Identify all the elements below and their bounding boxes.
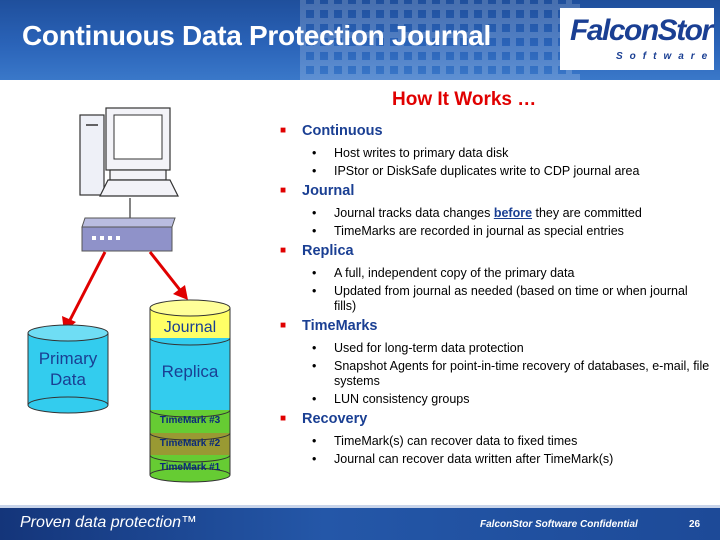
dot-bullet-icon: • xyxy=(312,434,317,448)
timemark-2-label: TimeMark #2 xyxy=(159,438,221,449)
primary-data-label: Primary Data xyxy=(28,348,108,390)
appliance-icon xyxy=(81,217,176,252)
item-text: A full, independent copy of the primary … xyxy=(334,266,575,280)
title-bar: Continuous Data Protection Journal Falco… xyxy=(0,0,720,80)
diagram-svg xyxy=(27,107,231,483)
falconstor-logo: FalconStor Software xyxy=(560,8,714,70)
item-text: Snapshot Agents for point-in-time recove… xyxy=(334,359,710,388)
section-title: Replica xyxy=(302,243,354,259)
timemark-3-label: TimeMark #3 xyxy=(159,415,221,426)
section-replica: ■ Replica xyxy=(272,242,712,260)
dot-bullet-icon: • xyxy=(312,392,317,406)
item-text: LUN consistency groups xyxy=(334,392,470,406)
list-item: • Updated from journal as needed (based o… xyxy=(272,284,712,314)
section-title: Continuous xyxy=(302,123,383,139)
bullet-content: ■ Continuous • Host writes to primary dat… xyxy=(272,120,712,470)
journal-label: Journal xyxy=(163,319,217,336)
item-text: IPStor or DiskSafe duplicates write to C… xyxy=(334,164,640,178)
footer-divider xyxy=(0,505,720,508)
list-item: • Snapshot Agents for point-in-time recov… xyxy=(272,359,712,389)
confidential-note: FalconStor Software Confidential xyxy=(480,519,638,530)
computer-icon xyxy=(79,107,179,197)
item-text: TimeMarks are recorded in journal as spe… xyxy=(334,224,624,238)
section-continuous: ■ Continuous xyxy=(272,122,712,140)
item-text: Host writes to primary data disk xyxy=(334,146,509,160)
dot-bullet-icon: • xyxy=(312,146,317,160)
section-journal: ■ Journal xyxy=(272,182,712,200)
item-text: TimeMark(s) can recover data to fixed ti… xyxy=(334,434,578,448)
logo-name: FalconStor xyxy=(570,14,713,47)
square-bullet-icon: ■ xyxy=(280,185,287,196)
timemark-1-label: TimeMark #1 xyxy=(159,462,221,473)
item-text-pre: Journal tracks data changes xyxy=(334,206,494,220)
section-timemarks: ■ TimeMarks xyxy=(272,317,712,335)
list-item: • Journal tracks data changes before they… xyxy=(272,206,712,221)
section-recovery: ■ Recovery xyxy=(272,410,712,428)
list-item: • TimeMark(s) can recover data to fixed t… xyxy=(272,434,712,449)
section-title: Journal xyxy=(302,183,355,199)
primary-label-line1: Primary xyxy=(38,349,98,368)
journal-list: • Journal tracks data changes before they… xyxy=(272,206,712,239)
page-title: Continuous Data Protection Journal xyxy=(22,20,491,51)
list-item: • A full, independent copy of the primary… xyxy=(272,266,712,281)
item-text-emphasis: before xyxy=(493,206,533,220)
page-number: 26 xyxy=(689,519,701,530)
square-bullet-icon: ■ xyxy=(280,245,287,256)
section-title: TimeMarks xyxy=(302,318,378,334)
dot-bullet-icon: • xyxy=(312,341,317,355)
item-text: Used for long-term data protection xyxy=(334,341,524,355)
cdp-diagram: Primary Data Journal Replica TimeMark #3… xyxy=(0,90,270,490)
header-pattern xyxy=(300,0,580,80)
section-title: Recovery xyxy=(302,411,368,427)
list-item: • LUN consistency groups xyxy=(272,392,712,407)
footer-tagline: Proven data protection™ xyxy=(20,514,197,531)
list-item: • TimeMarks are recorded in journal as sp… xyxy=(272,224,712,239)
dot-bullet-icon: • xyxy=(312,359,317,373)
primary-label-line2: Data xyxy=(50,370,86,389)
logo-sub: Software xyxy=(616,51,715,62)
replica-stack-cylinder xyxy=(149,299,231,483)
recovery-list: • TimeMark(s) can recover data to fixed t… xyxy=(272,434,712,467)
dot-bullet-icon: • xyxy=(312,224,317,238)
item-text: Journal can recover data written after T… xyxy=(334,452,614,466)
dot-bullet-icon: • xyxy=(312,164,317,178)
continuous-list: • Host writes to primary data disk • IPSto… xyxy=(272,146,712,179)
list-item: • Used for long-term data protection xyxy=(272,341,712,356)
how-it-works-heading: How It Works … xyxy=(392,89,537,110)
primary-data-cylinder xyxy=(27,324,109,414)
dot-bullet-icon: • xyxy=(312,206,317,220)
item-text-post: they are committed xyxy=(532,206,642,220)
replica-label: Replica xyxy=(161,362,219,381)
list-item: • IPStor or DiskSafe duplicates write to … xyxy=(272,164,712,179)
timemarks-list: • Used for long-term data protection • Sna… xyxy=(272,341,712,407)
square-bullet-icon: ■ xyxy=(280,413,287,424)
item-text: Updated from journal as needed (based on… xyxy=(334,284,688,313)
dot-bullet-icon: • xyxy=(312,452,317,466)
list-item: • Journal can recover data written after … xyxy=(272,452,712,467)
list-item: • Host writes to primary data disk xyxy=(272,146,712,161)
square-bullet-icon: ■ xyxy=(280,320,287,331)
footer-bar: Proven data protection™ FalconStor Softw… xyxy=(0,505,720,540)
dot-bullet-icon: • xyxy=(312,266,317,280)
square-bullet-icon: ■ xyxy=(280,125,287,136)
replica-list: • A full, independent copy of the primary… xyxy=(272,266,712,314)
dot-bullet-icon: • xyxy=(312,284,317,298)
